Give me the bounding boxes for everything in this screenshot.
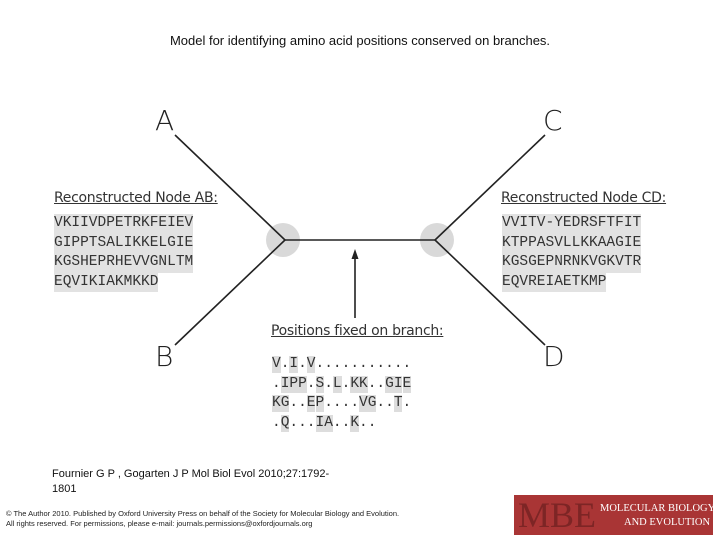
residue-highlight <box>298 375 307 393</box>
sequence-line: VVITV-YEDRSFTFIT <box>502 214 642 234</box>
residue-highlight <box>315 395 325 412</box>
residue-highlight <box>393 375 403 393</box>
branch-a <box>174 134 286 241</box>
slide-title: Model for identifying amino acid positio… <box>169 33 551 48</box>
sequence-line: V.I.V........... <box>272 356 412 372</box>
fixed-positions-sequence: V.I.V........... .IPP.S.L.KK..GIE KG..EP… <box>272 355 411 433</box>
sequence-line: KTPPASVLLKKAAGIE <box>502 233 642 253</box>
residue-highlight <box>359 395 368 412</box>
logo-line-2: AND EVOLUTION <box>624 517 711 528</box>
mbe-logo: MBE MOLECULAR BIOLOGY AND EVOLUTION <box>514 495 713 535</box>
sequence-line: .IPP.S.L.KK..GIE <box>272 375 412 392</box>
sequence-line: EQVIKIAKMKKD <box>54 272 159 292</box>
sequence-line: VKIIVDPETRKFEIEV <box>54 214 194 234</box>
sequence-line: .Q...IA..K.. <box>272 414 377 431</box>
node-cd-sequence: VVITV-YEDRSFTFIT KTPPASVLLKKAAGIE KGSGEP… <box>502 214 642 292</box>
residue-highlight <box>332 375 342 393</box>
residue-highlight <box>324 414 333 432</box>
node-cd-circle <box>420 223 454 257</box>
residue-highlight <box>393 395 403 412</box>
sequence-line: KGSGEPNRNKVGKVTR <box>502 253 642 273</box>
leaf-label-a: A <box>155 104 175 137</box>
residue-highlight <box>289 356 299 373</box>
residue-highlight <box>402 375 412 393</box>
arrow-head <box>351 249 359 259</box>
residue-highlight <box>350 414 359 432</box>
residue-highlight <box>272 356 281 373</box>
node-ab-sequence: VKIIVDPETRKFEIEV GIPPTSALIKKELGIE KGSHEP… <box>54 214 194 292</box>
residue-highlight <box>315 414 325 432</box>
sequence-line: GIPPTSALIKKELGIE <box>54 233 194 253</box>
residue-highlight <box>306 356 316 373</box>
node-cd-header: Reconstructed Node CD: <box>501 190 667 206</box>
branch-b <box>174 239 286 346</box>
residue-highlight <box>280 395 290 412</box>
fixed-positions-header: Positions fixed on branch: <box>271 323 444 339</box>
residue-highlight <box>289 375 299 393</box>
node-ab-circle <box>266 223 300 257</box>
residue-highlight <box>280 414 290 432</box>
logo-letters: MBE <box>518 495 597 535</box>
leaf-label-c: C <box>543 104 563 137</box>
sequence-line: KGSHEPRHEVVGNLTM <box>54 253 194 273</box>
residue-highlight <box>359 375 368 393</box>
branch-c <box>434 134 546 241</box>
node-ab-header: Reconstructed Node AB: <box>54 190 218 206</box>
residue-highlight <box>367 395 377 412</box>
citation: Fournier G P , Gogarten J P Mol Biol Evo… <box>52 468 330 495</box>
residue-highlight <box>306 395 316 412</box>
residue-highlight <box>280 375 290 393</box>
residue-highlight <box>272 395 281 412</box>
copyright-notice: © The Author 2010. Published by Oxford U… <box>6 509 400 528</box>
residue-highlight <box>315 375 325 393</box>
sequence-line: EQVREIAETKMP <box>502 272 607 292</box>
branch-d <box>434 239 546 346</box>
leaf-label-b: B <box>155 340 174 373</box>
residue-highlight <box>385 375 394 393</box>
sequence-line: KG..EP....VG..T. <box>272 395 412 411</box>
logo-line-1: MOLECULAR BIOLOGY <box>600 503 713 514</box>
leaf-label-d: D <box>543 340 565 373</box>
residue-highlight <box>350 375 359 393</box>
